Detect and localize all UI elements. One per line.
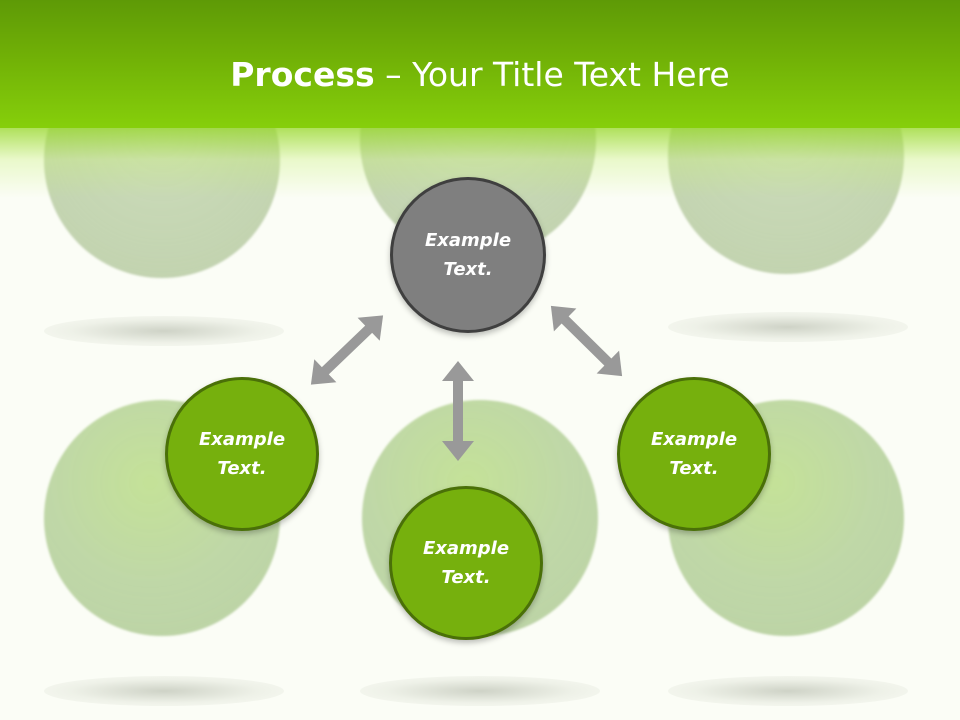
title-rest-part: – Your Title Text Here bbox=[374, 55, 730, 94]
globe-shadow bbox=[668, 312, 908, 342]
globe-shadow bbox=[668, 676, 908, 706]
double-arrow-right bbox=[550, 305, 623, 377]
title-banner bbox=[0, 0, 960, 128]
node-left: Example Text. bbox=[165, 377, 319, 531]
node-right: Example Text. bbox=[617, 377, 771, 531]
node-bottom-label: Example Text. bbox=[422, 538, 510, 588]
title-bold-part: Process bbox=[230, 55, 375, 94]
globe-shadow bbox=[360, 676, 600, 706]
double-arrow-left bbox=[310, 315, 384, 385]
node-right-label: Example Text. bbox=[650, 429, 738, 479]
slide-title: Process – Your Title Text Here bbox=[0, 52, 960, 98]
globe-shadow bbox=[44, 316, 284, 346]
double-arrow-center bbox=[442, 361, 474, 461]
node-bottom: Example Text. bbox=[389, 486, 543, 640]
globe-shadow bbox=[44, 676, 284, 706]
node-top: Example Text. bbox=[390, 177, 546, 333]
node-top-label: Example Text. bbox=[424, 230, 512, 280]
node-left-label: Example Text. bbox=[198, 429, 286, 479]
